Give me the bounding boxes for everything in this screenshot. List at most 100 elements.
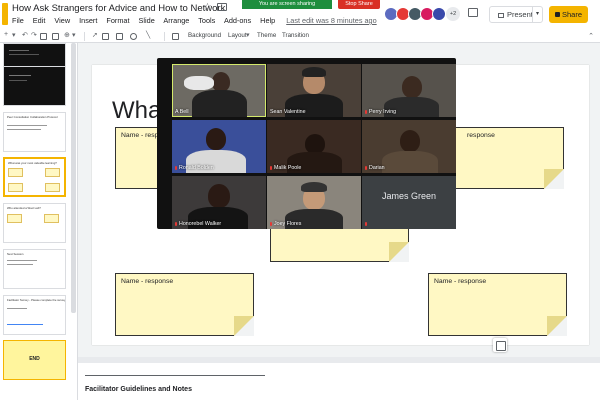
participant-video [382, 151, 438, 173]
slide-thumbnail-selected[interactable]: What was your most valuable learning? [3, 157, 66, 197]
participant-name-text: Darian [369, 165, 385, 171]
slide-thumbnail[interactable]: Facilitator Survey - Please complete the… [3, 295, 66, 335]
chevron-down-icon[interactable]: ▾ [72, 32, 76, 39]
thumbnail-text-line [7, 129, 41, 130]
present-button[interactable]: Present ▾ [489, 6, 543, 23]
toolbar-divider [164, 32, 165, 41]
canvas-scrollbar[interactable] [590, 65, 595, 345]
participant-name: Perry Irving [365, 109, 396, 115]
participant-name: Ronald Bolden [175, 165, 214, 171]
notes-resize-handle[interactable] [78, 357, 600, 363]
slide-thumbnail[interactable]: END [3, 340, 66, 380]
slide-thumbnail[interactable]: Who attended a Wool Lab? [3, 203, 66, 243]
menu-file[interactable]: File [12, 16, 24, 25]
sticky-note[interactable]: response [454, 127, 564, 189]
menu-format[interactable]: Format [106, 16, 130, 25]
stop-share-button[interactable]: Stop Share [338, 0, 380, 9]
participant-tile[interactable]: Darian [362, 120, 456, 173]
thumbnail-text-line [9, 75, 31, 76]
video-call-window[interactable]: A Bell Sean Valentine Perry Irving Ronal… [157, 58, 456, 229]
star-icon[interactable]: ☆ [203, 2, 212, 13]
screen-sharing-banner: You are screen sharing [242, 0, 332, 9]
participant-video [302, 67, 326, 77]
participant-tile[interactable]: Sean Valentine [267, 64, 361, 117]
slide-thumbnail[interactable] [3, 66, 66, 106]
chevron-down-icon[interactable]: ▾ [246, 32, 250, 39]
slide-filmstrip: Peer Consultation Collaboration Protocol… [0, 43, 78, 400]
mic-off-icon [365, 110, 367, 114]
select-cursor-icon[interactable]: ➚ [92, 32, 98, 39]
slide-thumbnail[interactable]: Next Session [3, 249, 66, 289]
participant-name-text: Perry Irving [369, 109, 397, 115]
mic-off-icon [270, 222, 272, 226]
sticky-note[interactable]: Name - response [115, 273, 254, 336]
paint-format-icon[interactable] [52, 33, 59, 40]
participant-name-text: Ronald Bolden [179, 165, 214, 171]
lock-icon [554, 12, 560, 17]
layout-button[interactable]: Layout [228, 32, 247, 39]
undo-icon[interactable]: ↶ [22, 32, 28, 39]
menu-view[interactable]: View [54, 16, 71, 25]
thumbnail-text-line [7, 125, 47, 126]
sticky-note-label: response [467, 132, 495, 139]
move-to-folder-icon[interactable] [217, 3, 227, 11]
line-icon[interactable]: ╲ [146, 32, 151, 39]
menu-edit[interactable]: Edit [32, 16, 46, 25]
thumbnail-title: Next Session [7, 252, 24, 256]
participant-name: Malik Poole [270, 165, 301, 171]
participant-video [186, 150, 246, 173]
share-button[interactable]: Share [549, 6, 588, 23]
transition-button[interactable]: Transition [282, 32, 309, 39]
participant-tile[interactable]: A Bell [172, 64, 266, 117]
new-slide-icon[interactable]: + [4, 31, 9, 38]
zoom-icon[interactable]: ⊕ [64, 32, 70, 39]
participant-tile[interactable]: Ronald Bolden [172, 120, 266, 173]
mic-off-icon [365, 166, 367, 170]
sticky-note[interactable]: Name - response [428, 273, 567, 336]
menu-arrange[interactable]: Arrange [163, 16, 190, 25]
image-icon[interactable] [116, 33, 123, 40]
document-title[interactable]: How Ask Strangers for Advice and How to … [12, 3, 226, 14]
participant-tile[interactable]: Honorebel Walker [172, 176, 266, 229]
thumbnail-title: Peer Consultation Collaboration Protocol [7, 115, 58, 119]
print-icon[interactable] [40, 33, 47, 40]
slides-logo-icon[interactable] [2, 3, 8, 25]
explore-icon[interactable] [493, 338, 507, 352]
menu-insert[interactable]: Insert [79, 16, 98, 25]
thumbnail-sticky-note [8, 168, 23, 177]
add-comment-icon[interactable] [172, 33, 179, 40]
theme-button[interactable]: Theme [257, 32, 277, 39]
more-collaborators-badge[interactable]: +2 [446, 7, 460, 21]
thumbnail-text-line [7, 260, 37, 261]
participant-video [188, 207, 248, 229]
menu-help[interactable]: Help [260, 16, 276, 25]
participant-tile[interactable]: Joey Flores [267, 176, 361, 229]
menu-add-ons[interactable]: Add-ons [223, 16, 252, 25]
avatar[interactable] [432, 7, 446, 21]
text-box-icon[interactable] [102, 33, 109, 40]
participant-name-text: Malik Poole [274, 165, 302, 171]
participant-tile[interactable]: James Green [362, 176, 456, 229]
shape-icon[interactable] [130, 33, 137, 40]
redo-icon[interactable]: ↷ [31, 32, 37, 39]
thumbnail-sticky-note [45, 183, 60, 192]
chevron-down-icon[interactable]: ▾ [532, 7, 542, 22]
participant-name-text: Honorebel Walker [179, 221, 222, 227]
participant-tile[interactable]: Malik Poole [267, 120, 361, 173]
last-edit-link[interactable]: Last edit was 8 minutes ago [286, 16, 377, 25]
comment-history-icon[interactable] [468, 8, 478, 17]
background-button[interactable]: Background [188, 32, 222, 39]
thumbnail-text-line [7, 324, 43, 325]
collapse-toolbar-icon[interactable]: ⌃ [588, 33, 594, 40]
chevron-down-icon[interactable]: ▾ [12, 32, 16, 39]
speaker-notes-area[interactable]: Facilitator Guidelines and Notes [78, 363, 600, 400]
present-icon [498, 13, 504, 18]
menu-slide[interactable]: Slide [138, 16, 155, 25]
menu-tools[interactable]: Tools [198, 16, 216, 25]
speaker-notes-heading[interactable]: Facilitator Guidelines and Notes [85, 386, 192, 393]
thumbnail-title: END [29, 356, 40, 362]
slide-thumbnail[interactable]: Peer Consultation Collaboration Protocol [3, 112, 66, 152]
participant-tile[interactable]: Perry Irving [362, 64, 456, 117]
sticky-note-label: Name - response [434, 278, 487, 285]
filmstrip-scrollbar[interactable] [71, 43, 76, 313]
